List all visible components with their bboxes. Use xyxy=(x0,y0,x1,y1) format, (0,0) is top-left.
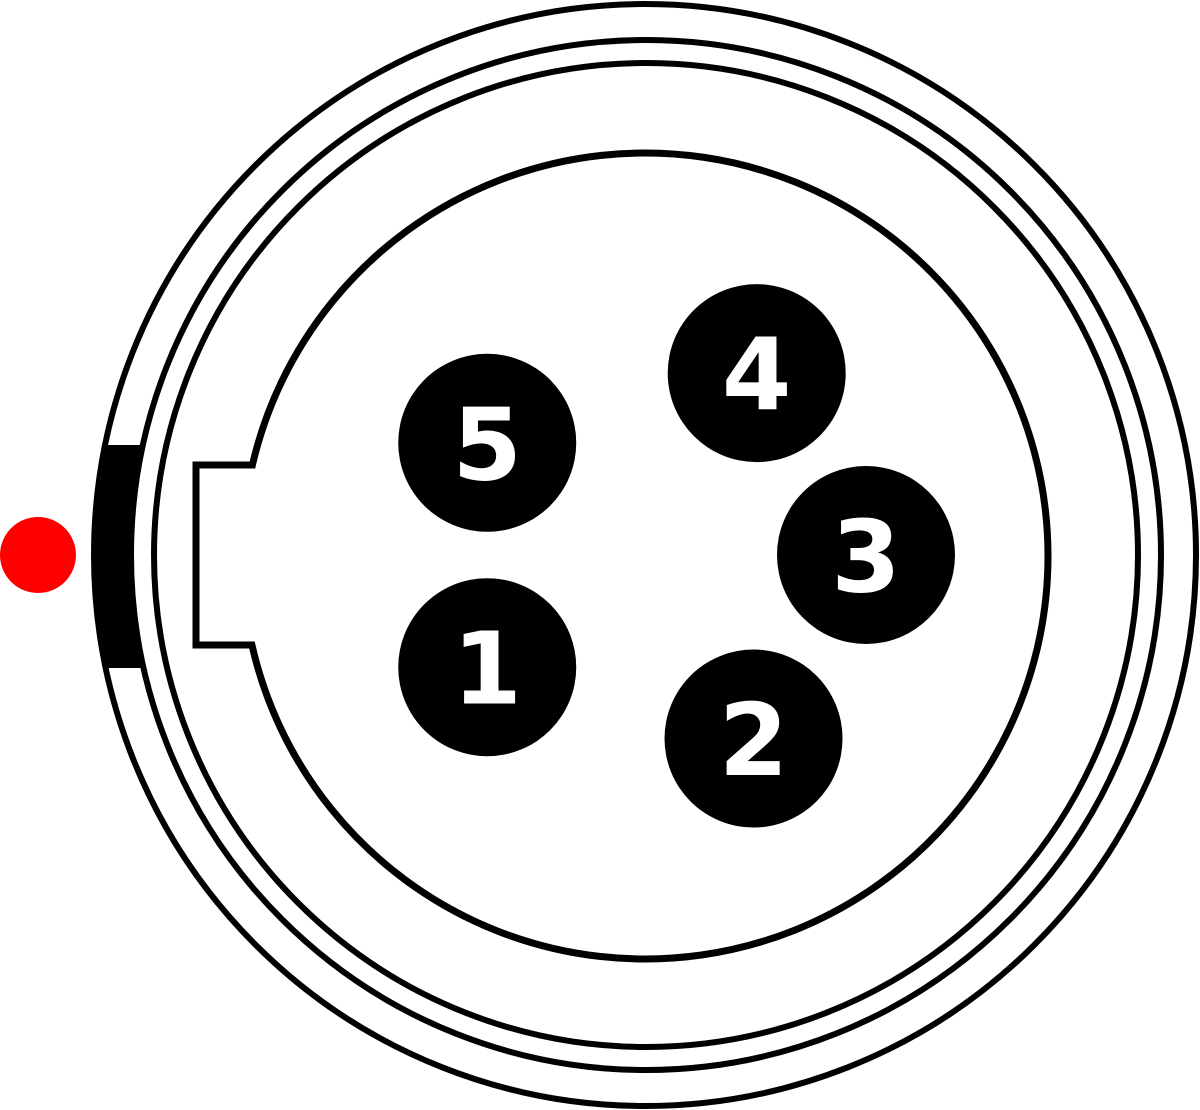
pin-contact xyxy=(777,466,955,644)
pin-label: 1 xyxy=(452,611,522,728)
outer-ring xyxy=(91,1,1199,1109)
pin-contact xyxy=(664,649,843,828)
pin-contact xyxy=(667,284,846,463)
pin-contact xyxy=(398,353,577,532)
third-ring xyxy=(151,60,1141,1050)
insert-outline-with-keyway xyxy=(192,149,1052,963)
pin-label: 3 xyxy=(831,499,901,616)
key-marker-dot xyxy=(0,517,76,593)
pin-3: 3 xyxy=(777,466,955,644)
key-band xyxy=(93,445,143,668)
pin-5: 5 xyxy=(398,353,577,532)
pin-4: 4 xyxy=(667,284,846,463)
pin-2: 2 xyxy=(664,649,843,828)
pin-label: 2 xyxy=(719,682,789,799)
pin-1: 1 xyxy=(398,578,577,757)
pin-label: 5 xyxy=(452,386,522,503)
pin-label: 4 xyxy=(722,317,792,434)
second-ring xyxy=(128,37,1164,1073)
pin-contact xyxy=(398,578,577,757)
